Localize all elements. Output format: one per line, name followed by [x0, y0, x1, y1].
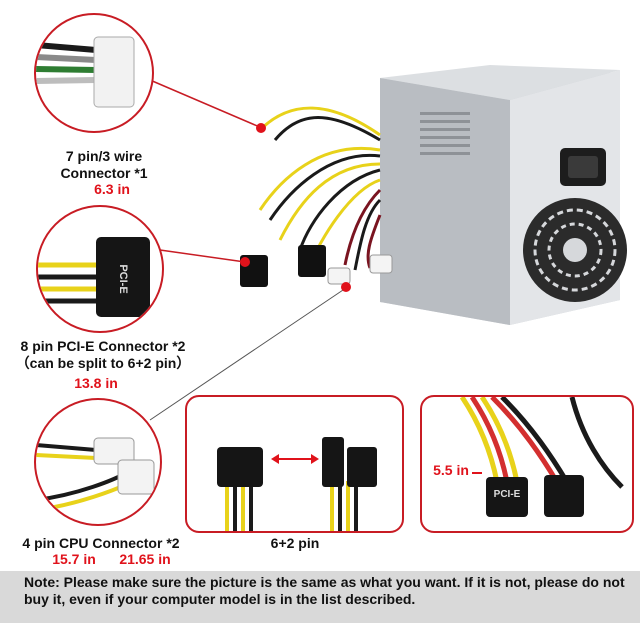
callout-7pin-circle [34, 13, 154, 133]
pcie-label: 8 pin PCI-E Connector *2 （can be split t… [15, 338, 191, 371]
7pin-label: 7 pin/3 wire Connector *1 [60, 148, 148, 181]
note-bar [0, 571, 640, 623]
note-text: Note: Please make sure the picture is th… [24, 574, 625, 607]
closeup-length: 5.5 in [433, 462, 469, 478]
cpu-connector-image [36, 437, 155, 512]
callout-pcie-circle: PCI-E [36, 205, 164, 333]
split-diagram-box [185, 395, 404, 533]
cpu-label: 4 pin CPU Connector *2 [22, 535, 180, 551]
marker-dot-7pin [256, 123, 266, 133]
pcie-length: 13.8 in [74, 375, 118, 391]
closeup-connector-image: PCI-E [459, 397, 624, 517]
7pin-connector-image [36, 36, 135, 108]
pcie-mark: PCI-E [117, 264, 129, 293]
psu-photo [180, 40, 640, 340]
cpu-length-a: 15.7 in [52, 551, 96, 567]
split-connector-image [217, 437, 377, 531]
closeup-box: PCI-E [420, 395, 634, 533]
cpu-length-b: 21.65 in [119, 551, 171, 567]
callout-cpu-circle [34, 398, 162, 526]
7pin-length: 6.3 in [94, 181, 130, 197]
closeup-pcie-mark: PCI-E [494, 489, 521, 500]
marker-dot-cpu [341, 282, 351, 292]
pcie-connector-image: PCI-E [38, 237, 150, 317]
marker-dot-pcie [240, 257, 250, 267]
psu-illustration [240, 65, 627, 325]
split-label: 6+2 pin [270, 535, 320, 551]
